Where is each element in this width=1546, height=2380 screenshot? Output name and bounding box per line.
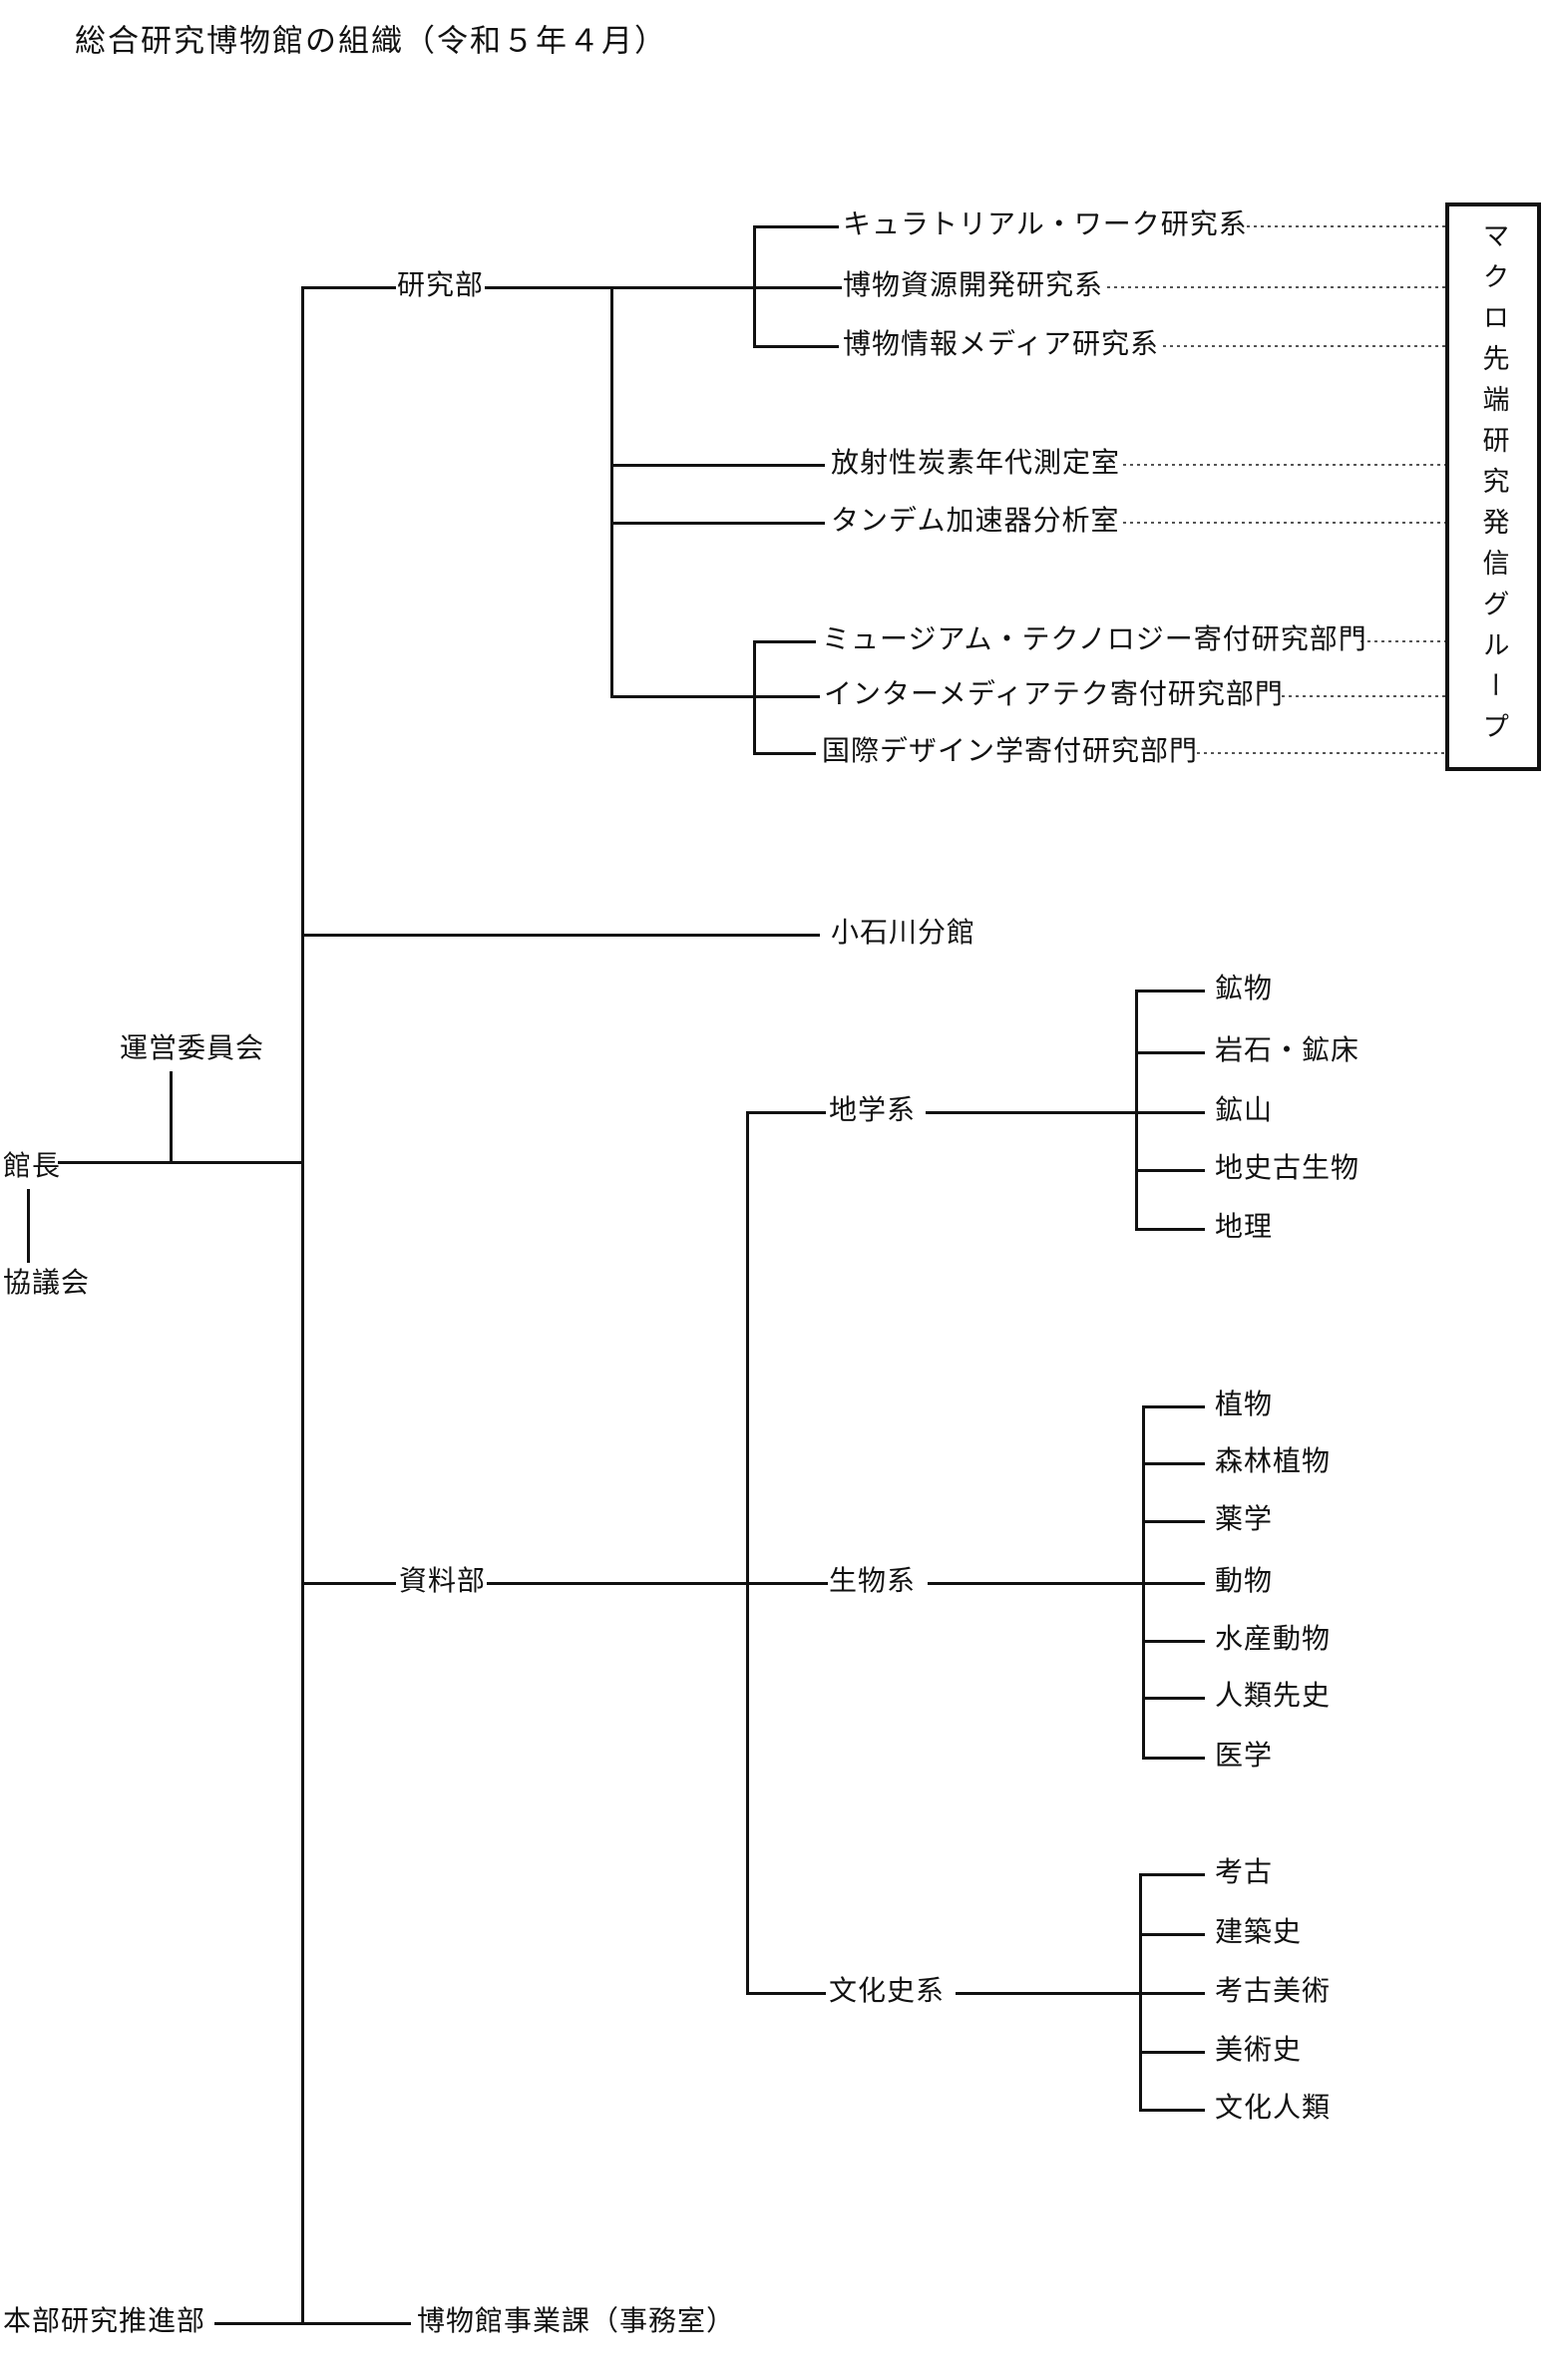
label-mining: 鉱山 <box>1215 1095 1274 1126</box>
connector-line-horizontal <box>610 464 825 467</box>
label-director: 館長 <box>3 1151 62 1182</box>
label-hq-research-promotion: 本部研究推進部 <box>3 2306 206 2337</box>
connector-line-horizontal <box>956 1992 1205 1995</box>
connector-line-horizontal <box>748 1582 828 1585</box>
label-curatorial-work-system: キュラトリアル・ワーク研究系 <box>843 209 1248 240</box>
connector-line-vertical <box>1142 1405 1145 1760</box>
connector-line-horizontal <box>753 345 839 348</box>
label-mineralogy: 鉱物 <box>1215 974 1274 1004</box>
connector-line-horizontal <box>610 695 820 698</box>
label-architectural-history: 建築史 <box>1215 1917 1303 1948</box>
label-museum-resources-system: 博物資源開発研究系 <box>843 270 1104 301</box>
label-pharmacy: 薬学 <box>1215 1504 1274 1535</box>
label-intermediatheque-div: インターメディアテク寄付研究部門 <box>824 679 1284 710</box>
connector-line-horizontal <box>1142 1520 1205 1523</box>
label-medicine: 医学 <box>1215 1741 1274 1772</box>
label-council: 協議会 <box>3 1268 91 1299</box>
connector-line-horizontal <box>1139 2051 1205 2054</box>
label-fishery-zoology: 水産動物 <box>1215 1624 1332 1655</box>
connector-line-horizontal <box>487 1582 748 1585</box>
connector-line-horizontal <box>301 286 396 289</box>
connector-line-horizontal <box>1135 1228 1205 1231</box>
label-radiocarbon-lab: 放射性炭素年代測定室 <box>831 448 1121 479</box>
label-intl-design-div: 国際デザイン学寄付研究部門 <box>822 736 1199 767</box>
label-geoscience-system: 地学系 <box>829 1095 917 1126</box>
connector-line-vertical <box>753 225 756 347</box>
connector-line-horizontal <box>928 1582 1205 1585</box>
dashed-connector-line <box>1123 464 1445 466</box>
label-archaeology: 考古 <box>1215 1857 1274 1888</box>
connector-line-vertical <box>746 1111 749 1995</box>
label-steering-committee: 運営委員会 <box>120 1033 265 1064</box>
label-museum-office: 博物館事業課（事務室） <box>417 2306 736 2337</box>
dashed-connector-line <box>1360 640 1445 642</box>
label-historical-paleontology: 地史古生物 <box>1215 1153 1360 1184</box>
connector-line-horizontal <box>1139 1933 1205 1936</box>
label-koishikawa-annex: 小石川分館 <box>831 918 976 949</box>
connector-line-horizontal <box>746 1111 826 1114</box>
label-archaeological-art: 考古美術 <box>1215 1976 1332 2007</box>
macro-group-label: マクロ先端研究発信グループ <box>1478 220 1509 753</box>
dashed-connector-line <box>1282 695 1445 697</box>
connector-line-horizontal <box>1142 1640 1205 1643</box>
dashed-connector-line <box>1163 345 1445 347</box>
connector-line-horizontal <box>926 1111 1205 1114</box>
label-cultural-anthropology: 文化人類 <box>1215 2093 1332 2124</box>
connector-line-horizontal <box>753 640 816 643</box>
label-petrology-ore-deposits: 岩石・鉱床 <box>1215 1035 1360 1066</box>
label-research-dept: 研究部 <box>397 270 485 301</box>
connector-line-vertical <box>1135 990 1138 1231</box>
label-museum-technology-div: ミュージアム・テクノロジー寄付研究部門 <box>822 624 1367 655</box>
connector-line-horizontal <box>746 1992 826 1995</box>
connector-line-vertical <box>27 1189 30 1263</box>
connector-line-horizontal <box>1142 1405 1205 1408</box>
connector-line-vertical <box>1139 1873 1142 2112</box>
connector-line-horizontal <box>58 1161 303 1164</box>
dashed-connector-line <box>1247 225 1445 227</box>
label-materials-dept: 資料部 <box>399 1566 487 1597</box>
connector-line-horizontal <box>485 286 842 289</box>
page-title: 総合研究博物館の組織（令和５年４月） <box>75 23 667 59</box>
dashed-connector-line <box>1107 286 1445 288</box>
connector-line-horizontal <box>1135 1051 1205 1054</box>
dashed-connector-line <box>1123 522 1445 524</box>
connector-line-horizontal <box>1142 1697 1205 1700</box>
label-prehistoric-anthropology: 人類先史 <box>1215 1681 1332 1712</box>
label-geography: 地理 <box>1215 1212 1274 1243</box>
label-tandem-accelerator-lab: タンデム加速器分析室 <box>831 506 1120 537</box>
connector-line-horizontal <box>1135 1169 1205 1172</box>
connector-line-horizontal <box>301 934 820 937</box>
dashed-connector-line <box>1197 752 1445 754</box>
connector-line-vertical <box>753 640 756 754</box>
label-botany: 植物 <box>1215 1389 1274 1420</box>
connector-line-horizontal <box>1142 1757 1205 1760</box>
connector-line-vertical <box>301 286 304 2325</box>
connector-line-vertical <box>610 286 613 697</box>
label-art-history: 美術史 <box>1215 2035 1303 2066</box>
label-zoology: 動物 <box>1215 1566 1274 1597</box>
connector-line-horizontal <box>1139 1873 1205 1876</box>
connector-line-horizontal <box>1142 1462 1205 1465</box>
connector-line-horizontal <box>214 2322 411 2325</box>
connector-line-horizontal <box>1139 2109 1205 2112</box>
connector-line-horizontal <box>610 522 825 525</box>
label-forest-botany: 森林植物 <box>1215 1446 1332 1477</box>
connector-line-horizontal <box>753 225 839 228</box>
connector-line-horizontal <box>1135 990 1205 992</box>
connector-line-horizontal <box>301 1582 396 1585</box>
connector-line-horizontal <box>753 752 816 755</box>
connector-line-vertical <box>170 1071 173 1163</box>
label-museum-info-media-system: 博物情報メディア研究系 <box>843 329 1160 360</box>
label-cultural-history-system: 文化史系 <box>829 1976 946 2007</box>
label-biology-system: 生物系 <box>829 1566 917 1597</box>
macro-group-box: マクロ先端研究発信グループ <box>1445 202 1541 771</box>
